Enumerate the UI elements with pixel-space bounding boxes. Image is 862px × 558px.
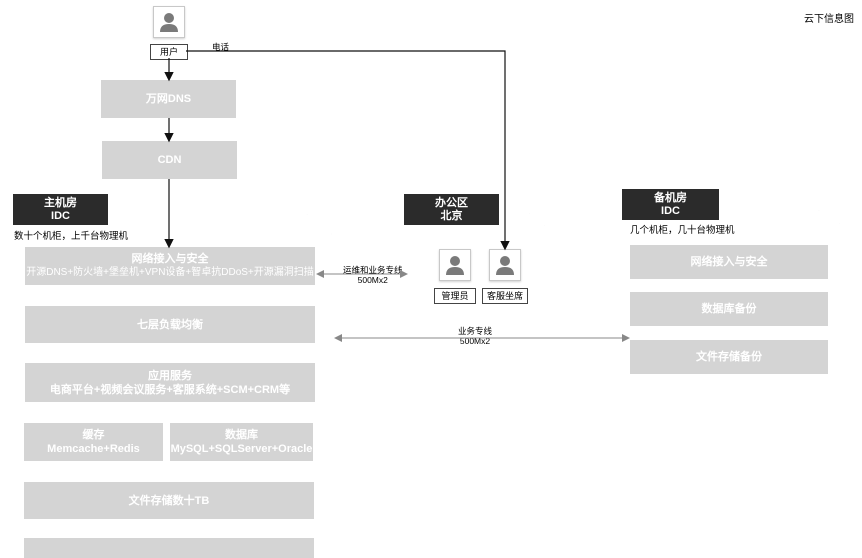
admin-avatar[interactable] <box>439 249 471 281</box>
cache-title: 缓存 <box>82 429 105 441</box>
office-tag-line2: 北京 <box>440 209 463 222</box>
diagram-title: 云下信息图 <box>804 14 854 25</box>
office-tag: 办公区 北京 <box>404 194 499 225</box>
cache-box[interactable]: 缓存 Memcache+Redis <box>24 423 163 461</box>
backup-network-label: 网络接入与安全 <box>690 256 768 268</box>
service-label: 客服坐席 <box>482 288 528 304</box>
backup-idc-tag-line2: IDC <box>661 204 680 217</box>
file-backup-label: 文件存储备份 <box>696 351 762 363</box>
ops-link-label-line1: 运维和业务专线 <box>343 265 403 275</box>
backup-idc-note: 几个机柜，几十台物理机 <box>630 225 735 236</box>
file-storage[interactable]: 文件存储数十TB <box>24 482 314 519</box>
main-network-security[interactable]: 网络接入与安全 开源DNS+防火墙+堡垒机+VPN设备+智卓抗DDoS+开源漏洞… <box>25 247 315 285</box>
db-backup-label: 数据库备份 <box>701 303 757 315</box>
phone-label: 电话 <box>212 42 230 52</box>
main-network-detail: 开源DNS+防火墙+堡垒机+VPN设备+智卓抗DDoS+开源漏洞扫描 <box>26 267 314 278</box>
main-idc-tag: 主机房 IDC <box>13 194 108 225</box>
file-backup[interactable]: 文件存储备份 <box>630 340 828 374</box>
backup-idc-tag-line1: 备机房 <box>654 191 687 204</box>
cache-detail: Memcache+Redis <box>47 443 140 455</box>
db-backup[interactable]: 数据库备份 <box>630 292 828 326</box>
database-title: 数据库 <box>225 429 258 441</box>
cdn-node[interactable]: CDN <box>102 141 237 179</box>
biz-link-label: 业务专线 500Mx2 <box>458 326 492 346</box>
admin-label: 管理员 <box>434 288 476 304</box>
backup-idc-tag: 备机房 IDC <box>622 189 719 220</box>
dns-label: 万网DNS <box>145 93 192 105</box>
biz-link-label-line2: 500Mx2 <box>459 336 491 346</box>
app-service-detail: 电商平台+视频会议服务+客服系统+SCM+CRM等 <box>49 383 291 396</box>
dns-node[interactable]: 万网DNS <box>101 80 236 118</box>
user-label: 用户 <box>150 44 188 60</box>
office-tag-line1: 办公区 <box>435 196 468 209</box>
service-icon <box>496 256 514 275</box>
backup-network-security[interactable]: 网络接入与安全 <box>630 245 828 279</box>
database-box[interactable]: 数据库 MySQL+SQLServer+Oracle <box>170 423 313 461</box>
admin-icon <box>446 256 464 275</box>
cdn-label: CDN <box>157 154 182 166</box>
main-idc-tag-line1: 主机房 <box>44 196 77 209</box>
user-icon <box>154 7 184 37</box>
service-avatar[interactable] <box>489 249 521 281</box>
main-network-title: 网络接入与安全 <box>131 253 209 265</box>
main-idc-note: 数十个机柜，上千台物理机 <box>14 231 129 242</box>
database-detail: MySQL+SQLServer+Oracle <box>170 443 313 455</box>
ops-link-label-line2: 500Mx2 <box>357 275 388 285</box>
l7-load-balancer-label: 七层负载均衡 <box>137 318 203 331</box>
app-service[interactable]: 应用服务 电商平台+视频会议服务+客服系统+SCM+CRM等 <box>25 363 315 402</box>
user-avatar[interactable] <box>153 6 185 38</box>
file-storage-label: 文件存储数十TB <box>128 494 210 507</box>
l7-load-balancer[interactable]: 七层负载均衡 <box>25 306 315 343</box>
main-idc-tag-line2: IDC <box>51 209 70 222</box>
ops-link-label: 运维和业务专线 500Mx2 <box>343 265 403 285</box>
biz-link-label-line1: 业务专线 <box>458 326 493 336</box>
app-service-title: 应用服务 <box>148 369 192 382</box>
main-idc-bottom-box <box>24 538 314 558</box>
